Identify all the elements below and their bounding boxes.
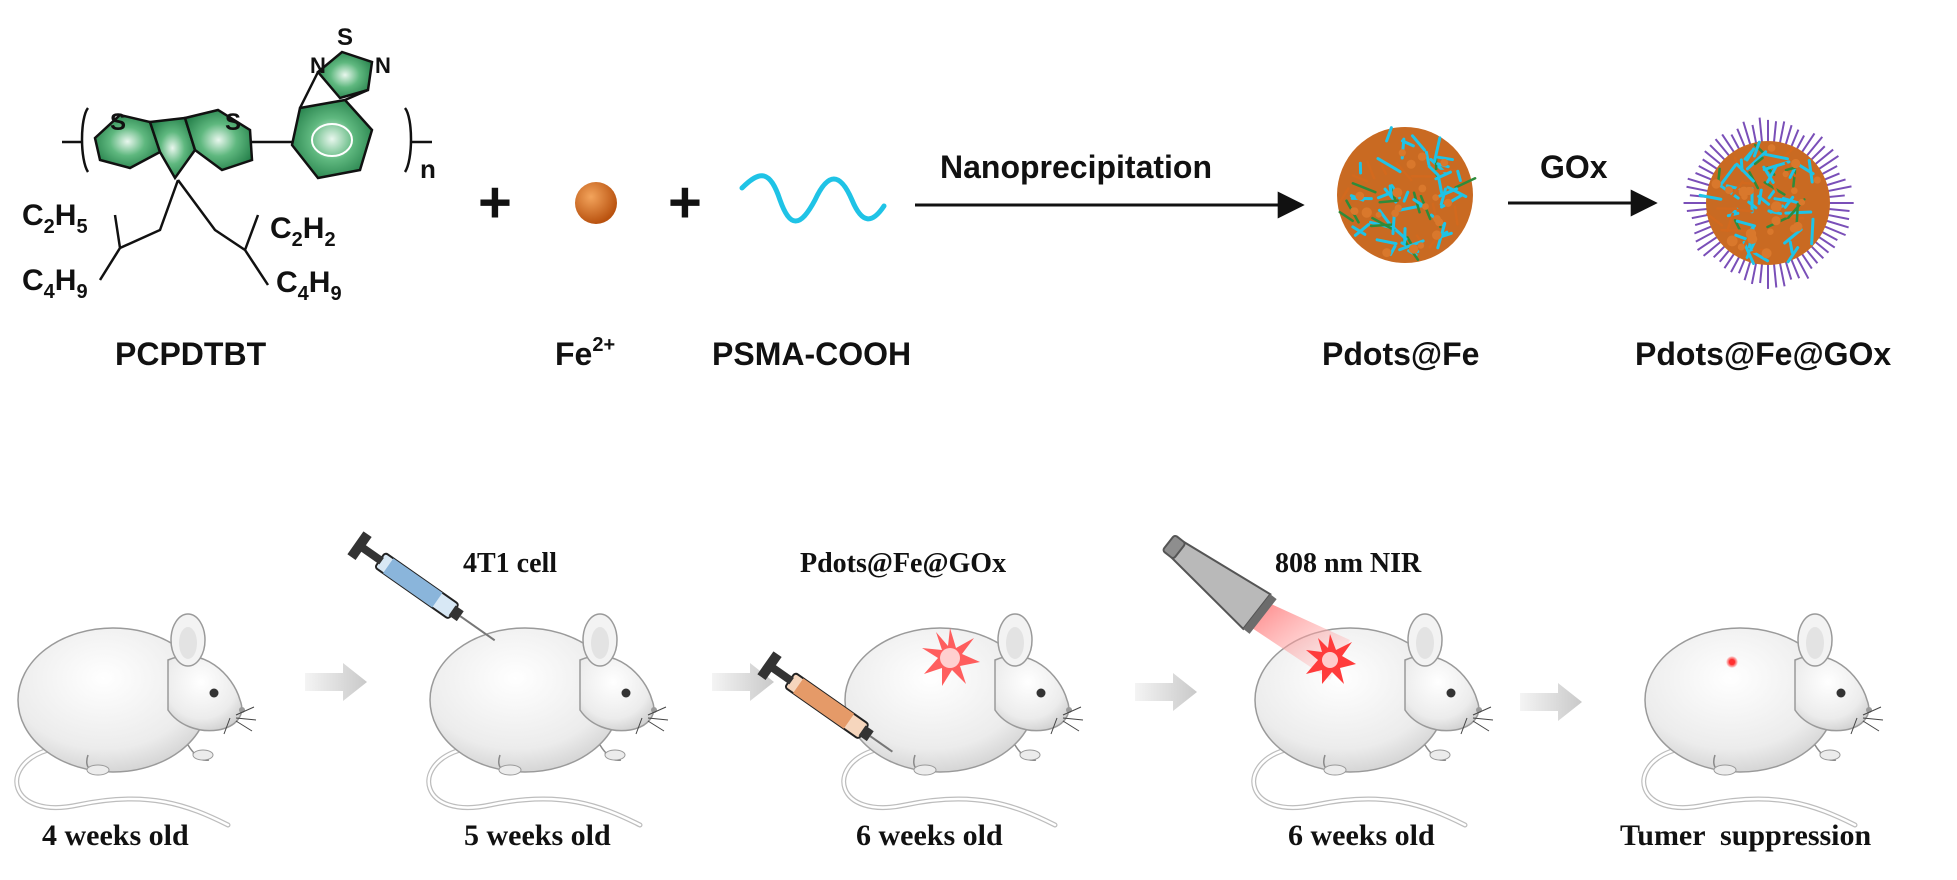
label-nanoprecipitation: Nanoprecipitation bbox=[940, 149, 1212, 185]
progress-arrow-3 bbox=[1135, 673, 1197, 711]
plus-sign-1: + bbox=[478, 170, 512, 235]
mouse-step-2 bbox=[429, 614, 668, 825]
benzothiadiazole-benzene bbox=[290, 98, 374, 180]
cyclopenta-ring bbox=[148, 116, 197, 181]
atom-s-right: S bbox=[225, 109, 241, 136]
label-pdots-fe: Pdots@Fe bbox=[1322, 336, 1479, 372]
pdots-fe-gox-nanoparticle bbox=[1683, 117, 1854, 289]
progress-arrow-1 bbox=[305, 663, 367, 701]
formula-c2h2: C2H2 bbox=[270, 212, 336, 251]
alkyl-chain-left bbox=[98, 179, 180, 281]
tumor-spot-step-4 bbox=[1306, 634, 1356, 684]
caption-step-2: 5 weeks old bbox=[464, 819, 611, 852]
label-4t1-cell: 4T1 cell bbox=[463, 548, 557, 579]
caption-step-1: 4 weeks old bbox=[42, 819, 189, 852]
label-pcpdtbt: PCPDTBT bbox=[115, 336, 267, 372]
atom-n-left: N bbox=[310, 53, 326, 78]
mouse-step-1 bbox=[17, 614, 256, 825]
plus-sign-2: + bbox=[668, 170, 702, 235]
iron-ion-particle bbox=[575, 182, 617, 224]
syringe-pdots-icon bbox=[757, 651, 893, 753]
label-gox: GOx bbox=[1540, 149, 1608, 185]
formula-c4h9-right: C4H9 bbox=[276, 266, 342, 305]
label-psma-cooh: PSMA-COOH bbox=[712, 336, 911, 372]
repeat-n: n bbox=[420, 154, 436, 184]
syringe-4t1-icon bbox=[347, 531, 496, 642]
thiadiazole-ring bbox=[316, 50, 374, 100]
atom-s-left: S bbox=[110, 109, 126, 136]
mouse-step-5 bbox=[1644, 614, 1883, 825]
label-808nm-nir: 808 nm NIR bbox=[1275, 548, 1422, 579]
caption-step-4: 6 weeks old bbox=[1288, 819, 1435, 852]
pcpdtbt-structure bbox=[62, 50, 432, 286]
formula-c4h9-left: C4H9 bbox=[22, 264, 88, 303]
progress-arrow-4 bbox=[1520, 683, 1582, 721]
formula-c2h5: C2H5 bbox=[22, 199, 88, 238]
psma-cooh-wave-icon bbox=[739, 173, 887, 224]
tumor-spot-step-3 bbox=[922, 628, 980, 686]
pdots-fe-nanoparticle bbox=[1337, 126, 1477, 263]
caption-step-3: 6 weeks old bbox=[856, 819, 1003, 852]
alkyl-chain-right bbox=[176, 179, 270, 286]
label-pdots-fe-gox: Pdots@Fe@GOx bbox=[1635, 336, 1891, 372]
caption-step-5: Tumer suppression bbox=[1620, 819, 1872, 852]
atom-n-right: N bbox=[375, 53, 391, 78]
atom-s-top: S bbox=[337, 24, 353, 51]
label-pdots-injection: Pdots@Fe@GOx bbox=[800, 548, 1006, 579]
laser-probe-icon bbox=[1162, 534, 1277, 634]
label-fe: Fe2+ bbox=[555, 334, 615, 372]
thiophene-ring-right bbox=[183, 108, 254, 172]
